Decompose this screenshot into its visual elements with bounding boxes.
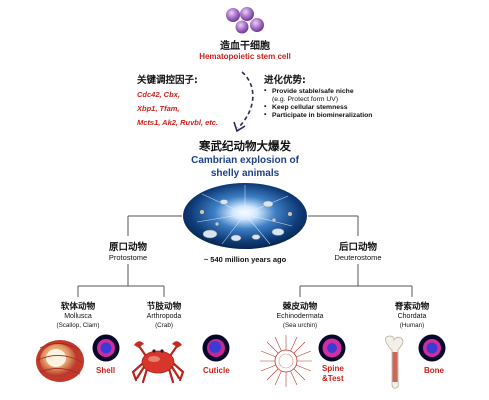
advantages-list: •Provide stable/safe niche (e.g. Protect… — [264, 87, 373, 120]
echinodermata-cell-micrograph — [318, 334, 346, 362]
sea-urchin-icon — [260, 335, 312, 387]
taxon-echinodermata-example: (Sea urchin) — [282, 322, 318, 329]
advantage-item-note: (e.g. Protect form UV) — [272, 96, 339, 103]
factor-line-2: Xbp1, Tfam, — [137, 104, 180, 113]
taxon-arthropoda-en: Arthropoda — [146, 313, 182, 320]
scallop-shell-icon — [36, 340, 84, 382]
dashed-arrow-icon — [233, 71, 254, 133]
factor-line-1: Cdc42, Cbx, — [137, 90, 180, 99]
taxon-mollusca-example: (Scallop, Clam) — [56, 322, 100, 329]
taxon-chordata-example: (Human) — [399, 322, 425, 329]
taxon-echinodermata-zh: 棘皮动物 — [282, 302, 318, 312]
crab-icon — [131, 341, 185, 384]
taxon-echinodermata-en: Echinodermata — [276, 313, 324, 320]
cambrian-title-en-1: Cambrian explosion of — [191, 155, 299, 166]
cambrian-title-en-2: shelly animals — [210, 168, 280, 179]
protostome-label-en: Protostome — [108, 253, 148, 262]
taxon-chordata-zh: 脊索动物 — [394, 302, 430, 312]
protostome-label-zh: 原口动物 — [108, 242, 148, 253]
taxon-arthropoda-example: (Crab) — [155, 322, 173, 329]
structure-label-spine-test: Spine &Test — [322, 364, 344, 383]
advantage-item: •Keep cellular stemness — [264, 103, 348, 111]
deuterostome-label-en: Deuterostome — [334, 253, 382, 262]
advantages-heading: 进化优势: — [264, 75, 306, 86]
factor-line-3: Mcts1, Ak2, Ruvbl, etc. — [137, 118, 218, 127]
factors-heading: 关键调控因子: — [137, 75, 198, 86]
time-label: ~ 540 million years ago — [203, 255, 287, 264]
deuterostome-label-zh: 后口动物 — [338, 242, 378, 253]
taxon-chordata-en: Chordata — [397, 313, 427, 320]
hsc-title-en: Hematopoietic stem cell — [199, 52, 291, 61]
advantage-item: •Participate in biomineralization — [264, 111, 373, 119]
hsc-title-zh: 造血干细胞 — [220, 41, 270, 52]
stem-cell-cluster-icon — [226, 7, 264, 34]
chordata-cell-micrograph — [418, 334, 446, 362]
structure-label-shell: Shell — [96, 366, 116, 375]
cambrian-title-zh: 寒武纪动物大爆发 — [199, 139, 291, 153]
mollusca-cell-micrograph — [92, 334, 120, 362]
structure-label-bone: Bone — [424, 366, 444, 375]
advantage-item: •Provide stable/safe niche — [264, 87, 354, 95]
structure-label-cuticle: Cuticle — [203, 366, 230, 375]
arthropoda-cell-micrograph — [202, 334, 230, 362]
cambrian-explosion-image — [183, 183, 307, 249]
taxon-arthropoda-zh: 节肢动物 — [146, 302, 182, 312]
taxon-mollusca-zh: 软体动物 — [60, 302, 96, 312]
taxon-mollusca-en: Mollusca — [64, 313, 92, 320]
bone-icon — [385, 335, 404, 389]
